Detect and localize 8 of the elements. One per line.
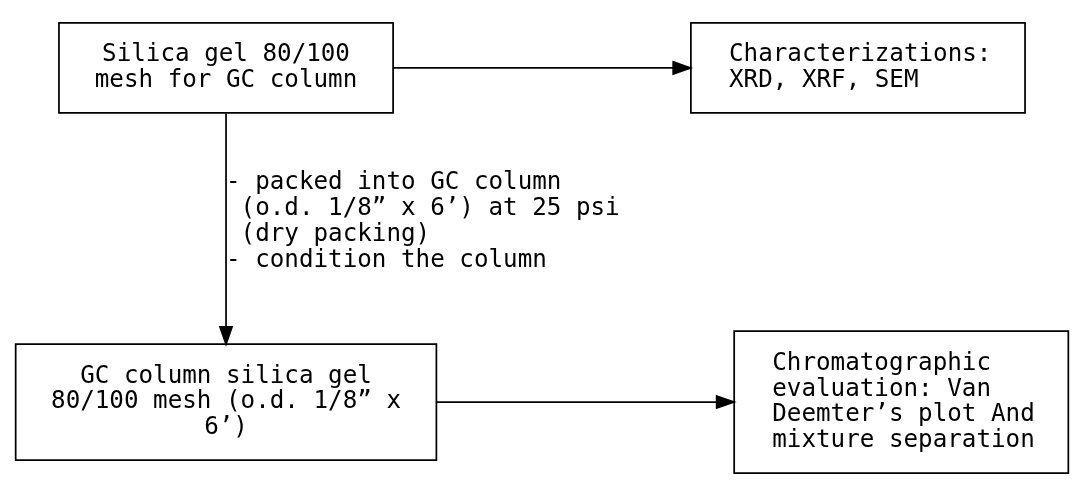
edge-label: - packed into GC column (o.d. 1/8” x 6’) at 25 psi (dry packing) - condition the column xyxy=(226,167,620,274)
arrow xyxy=(392,60,694,76)
node-box: Characterizations: XRD, XRF, SEM xyxy=(690,22,1026,114)
arrow xyxy=(436,394,737,410)
node-box: Silica gel 80/100 mesh for GC column xyxy=(58,22,394,114)
arrow xyxy=(218,112,234,347)
node-box: GC column silica gel 80/100 mesh (o.d. 1/8” x 6’) xyxy=(14,343,438,461)
node-box: Chromatographic evaluation: Van Deemter’s plot And mixture separation xyxy=(733,330,1070,474)
